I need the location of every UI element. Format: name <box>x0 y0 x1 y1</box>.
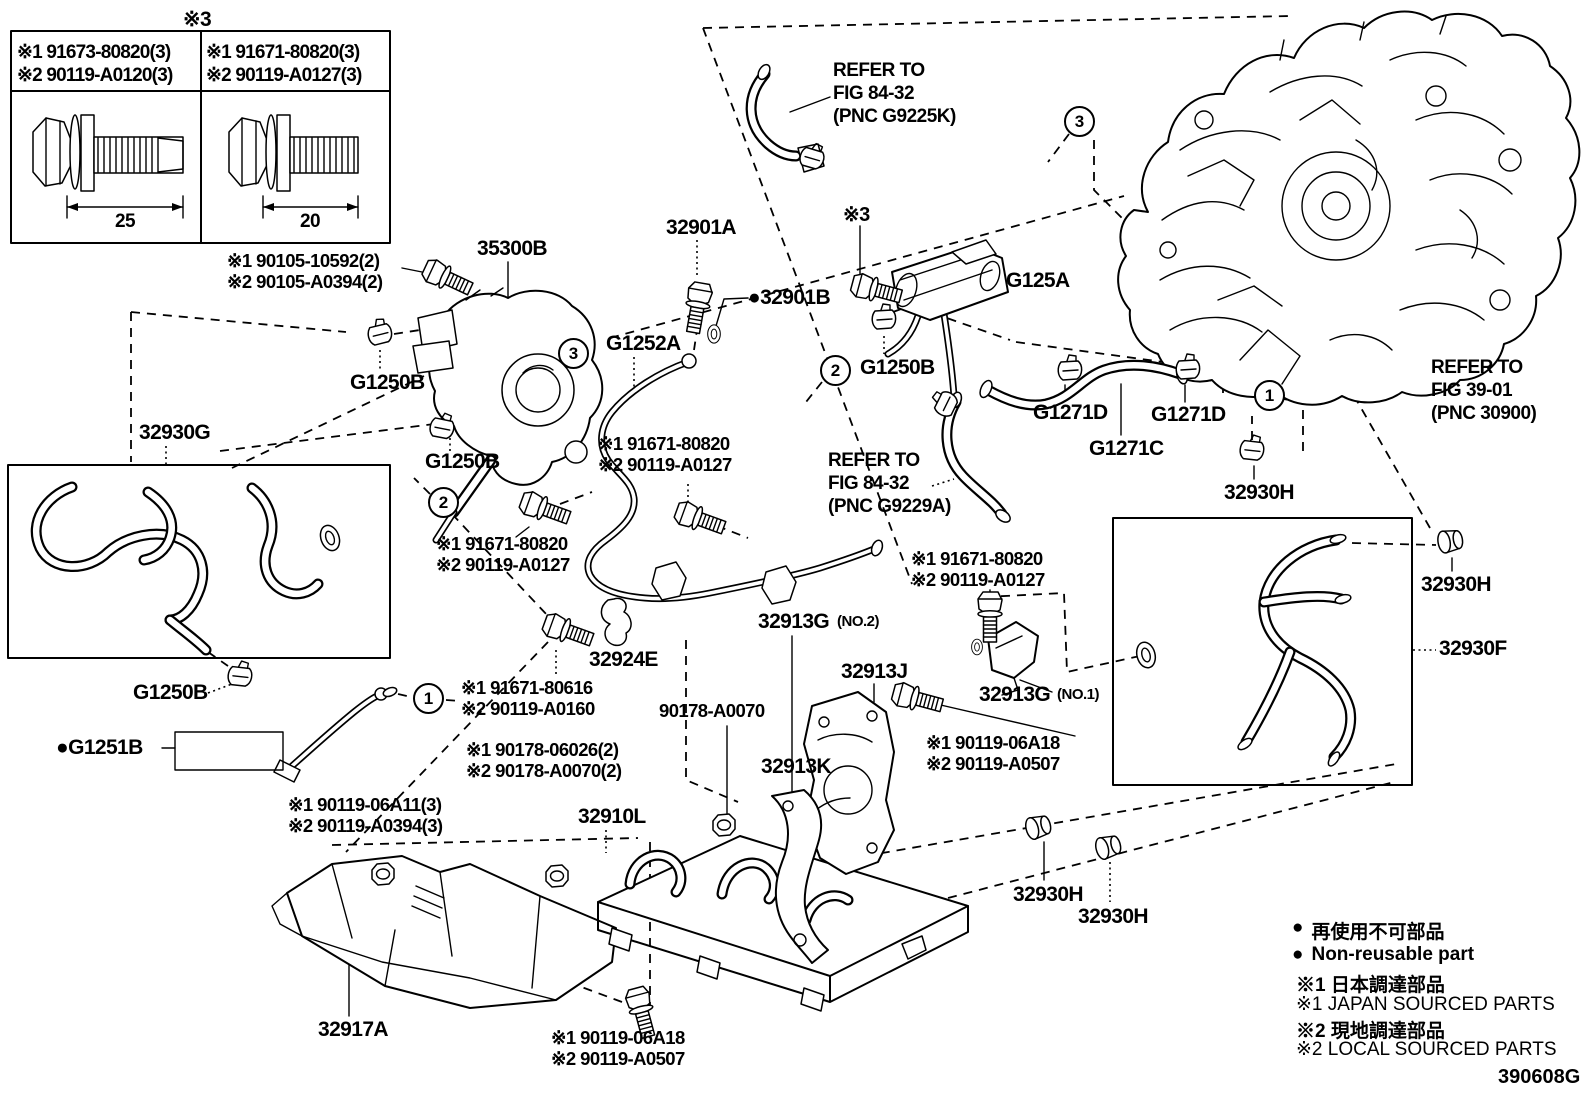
label-91671-80820-2: ※1 91671-80820 ※2 90119-A0127 <box>436 533 570 575</box>
legend-non-reusable-jp: ● 再使用不可部品 <box>1292 917 1445 943</box>
label-32913J: 32913J <box>841 660 908 683</box>
hose-G1271C <box>979 359 1189 411</box>
label-32930F: 32930F <box>1439 637 1507 660</box>
callout-3-top: 3 <box>1064 106 1095 137</box>
label-no2-suffix: (NO.2) <box>837 613 880 630</box>
legend-local-sourced-jp: ※2 現地調達部品 <box>1296 1021 1445 1042</box>
label-32930H-3: 32930H <box>1013 883 1084 906</box>
label-90119-06A11: ※1 90119-06A11(3) ※2 90119-A0394(3) <box>288 794 443 836</box>
bracket-32913J <box>803 691 895 875</box>
label-32913G-no1: 32913G <box>979 683 1051 706</box>
label-G1271D-2: G1271D <box>1151 403 1226 426</box>
table-header-note: ※3 <box>183 8 212 31</box>
callout-1-left: 1 <box>413 683 444 714</box>
label-90178-A0070: 90178-A0070 <box>659 700 765 721</box>
non-reusable-dot-icon: ● <box>1292 917 1304 938</box>
label-91671-80820-3: ※1 91671-80820 ※2 90119-A0127 <box>911 548 1045 590</box>
label-32901A: 32901A <box>666 216 737 239</box>
bracket-32913G-no1 <box>971 621 1039 696</box>
dimension-20: 20 <box>300 211 321 232</box>
label-32901B: ●32901B <box>748 286 831 309</box>
label-refer-g9229a: REFER TO FIG 84-32 (PNC G9229A) <box>828 450 951 517</box>
label-90105: ※1 90105-10592(2) ※2 90105-A0394(2) <box>227 250 383 292</box>
legend-japan-sourced-en: ※1 JAPAN SOURCED PARTS <box>1296 994 1555 1015</box>
callout-2-left: 2 <box>428 487 459 518</box>
label-90178-06026: ※1 90178-06026(2) ※2 90178-A0070(2) <box>466 739 622 781</box>
legend-non-reusable-en: ● Non-reusable part <box>1292 944 1475 965</box>
hose-set-box-32930G <box>7 464 391 659</box>
water-inlet-35300B <box>412 287 604 544</box>
callout-3-thermostat: 3 <box>558 338 589 369</box>
table-cell-1-line1: ※1 91673-80820(3) <box>17 42 171 63</box>
label-G1250B-4: G1250B <box>133 681 208 704</box>
label-G1250B-3: G1250B <box>425 450 500 473</box>
table-cell-2-line2: ※2 90119-A0127(3) <box>206 65 362 86</box>
dotted-label-leaders <box>165 240 1478 902</box>
legend-japan-sourced-jp: ※1 日本調達部品 <box>1296 975 1445 996</box>
label-32910L: 32910L <box>578 805 646 828</box>
figure-code: 390608G <box>1498 1066 1581 1088</box>
label-32913K: 32913K <box>761 755 832 778</box>
clamp-icons <box>225 139 1267 689</box>
label-32913G-no2: 32913G <box>758 610 830 633</box>
non-reusable-dot-icon: ● <box>1292 944 1304 965</box>
label-32930H-1: 32930H <box>1224 481 1295 504</box>
clip-32924E <box>600 597 632 647</box>
pipe-G1251B <box>174 686 398 783</box>
label-note3: ※3 <box>843 204 870 226</box>
label-32924E: 32924E <box>589 648 658 671</box>
label-no1-suffix: (NO.1) <box>1057 686 1100 703</box>
pipe-G1252A <box>584 353 884 605</box>
label-32917A: 32917A <box>318 1018 389 1041</box>
air-duct-32917A <box>271 855 617 1009</box>
ring-icons <box>707 324 721 344</box>
bolt-spec-table <box>10 30 391 244</box>
label-G1250B-2: G1250B <box>860 356 935 379</box>
callout-2-cooler: 2 <box>820 355 851 386</box>
label-32930G: 32930G <box>139 421 211 444</box>
label-91671-80820-1: ※1 91671-80820 ※2 90119-A0127 <box>598 433 732 475</box>
transaxle-assembly <box>1117 10 1581 406</box>
label-91671-80616: ※1 91671-80616 ※2 90119-A0160 <box>461 677 595 719</box>
label-G125A: G125A <box>1006 269 1070 292</box>
legend-local-sourced-en: ※2 LOCAL SOURCED PARTS <box>1296 1039 1557 1060</box>
table-cell-1-line2: ※2 90119-A0120(3) <box>17 65 173 86</box>
label-refer-30900: REFER TO FIG 39-01 (PNC 30900) <box>1431 357 1537 424</box>
label-G1271C: G1271C <box>1089 437 1164 460</box>
table-cell-2-line1: ※1 91671-80820(3) <box>206 42 360 63</box>
callout-1-right: 1 <box>1254 380 1285 411</box>
hose-refer-g9229a <box>941 391 1011 523</box>
label-32930H-2: 32930H <box>1421 573 1492 596</box>
label-90119-06A18-2: ※1 90119-06A18 ※2 90119-A0507 <box>551 1027 685 1069</box>
dimension-25: 25 <box>115 211 136 232</box>
label-G1250B-1: G1250B <box>350 371 425 394</box>
bracket-32913K <box>771 789 829 964</box>
label-refer-g9225k: REFER TO FIG 84-32 (PNC G9225K) <box>833 60 956 127</box>
oil-cooler-G125A <box>884 239 1009 400</box>
label-G1251B: ●G1251B <box>56 736 143 759</box>
label-35300B: 35300B <box>477 237 548 260</box>
solid-label-leaders <box>161 96 1453 1031</box>
label-32930H-4: 32930H <box>1078 905 1149 928</box>
label-G1252A: G1252A <box>606 332 681 355</box>
label-G1271D-1: G1271D <box>1033 401 1108 424</box>
label-90119-06A18-1: ※1 90119-06A18 ※2 90119-A0507 <box>926 732 1060 774</box>
hose-set-box-32930F <box>1112 517 1413 786</box>
